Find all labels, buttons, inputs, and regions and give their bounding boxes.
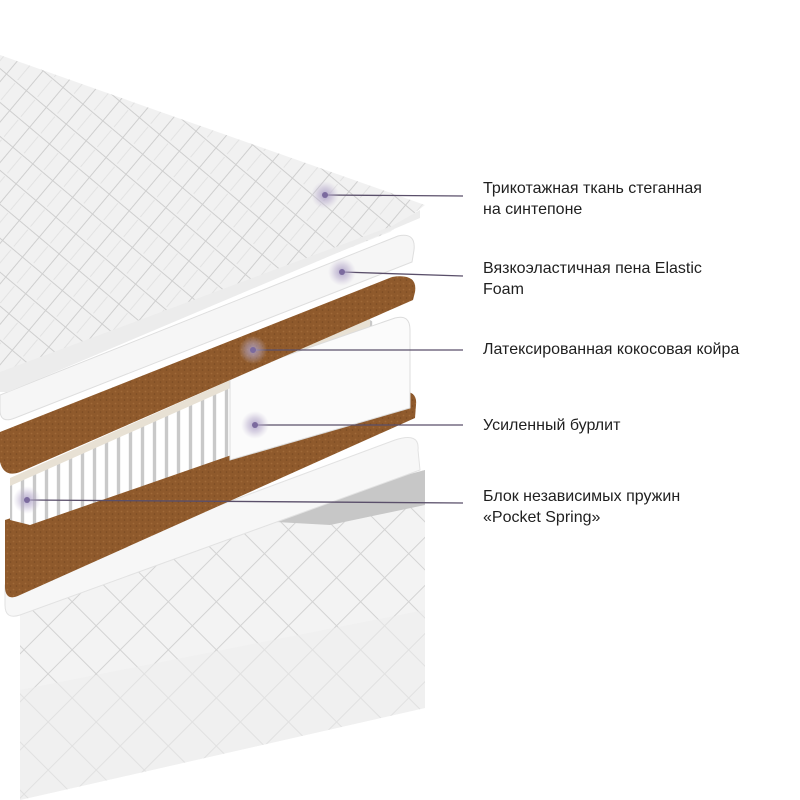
layer-label-line: Трикотажная ткань стеганная (483, 180, 702, 197)
marker-dot (250, 347, 256, 353)
lower-white-pad (4, 437, 421, 617)
marker-dot (322, 192, 328, 198)
layer-label-line: «Pocket Spring» (483, 509, 601, 526)
reinforced-bourlet-panel (229, 316, 411, 461)
layer-label-line: Вязкоэластичная пена Elastic (483, 260, 702, 277)
layer-label-line: Foam (483, 281, 524, 298)
layer-label: Усиленный бурлит (483, 415, 783, 436)
layer-label: Блок независимых пружин «Pocket Spring» (483, 486, 783, 528)
layer-label-line: Усиленный бурлит (483, 417, 621, 434)
marker-dot (252, 422, 258, 428)
marker-dot (24, 497, 30, 503)
layer-label-line: Латексированная кокосовая койра (483, 341, 740, 358)
elastic-foam-layer (0, 234, 415, 421)
top-quilted-fabric (0, 55, 425, 392)
upper-coir-layer (0, 276, 416, 474)
layer-label-line: на синтепоне (483, 201, 583, 218)
leader-line (26, 499, 464, 504)
leader-line (324, 194, 464, 197)
leader-lines (13, 181, 464, 514)
layer-label-line: Блок независимых пружин (483, 488, 681, 505)
lower-coir-layer (5, 391, 417, 598)
layer-label: Латексированная кокосовая койра (483, 339, 783, 360)
marker-dot (339, 269, 345, 275)
layer-label: Трикотажная ткань стеганная на синтепоне (483, 178, 783, 220)
leader-line (341, 271, 464, 277)
